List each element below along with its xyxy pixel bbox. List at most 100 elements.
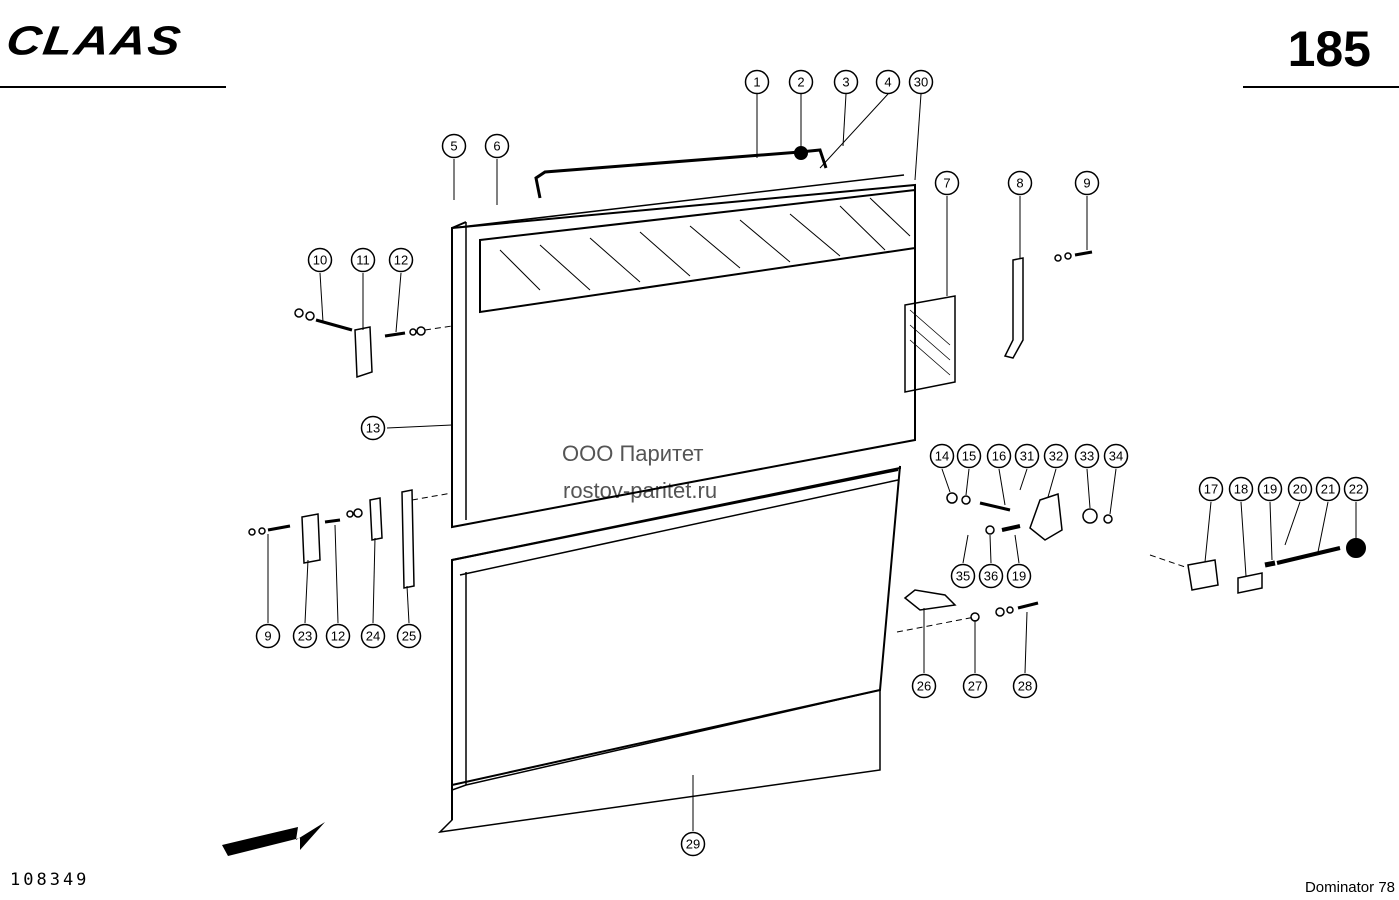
callout-label: 22 xyxy=(1349,482,1363,497)
lock-plate-32 xyxy=(1029,492,1063,541)
callout-32: 32 xyxy=(1043,443,1069,469)
callout-label: 26 xyxy=(917,679,931,694)
callout-label: 7 xyxy=(943,176,950,191)
callout-label: 18 xyxy=(1234,482,1248,497)
callout-label: 23 xyxy=(298,629,312,644)
callout-label: 30 xyxy=(914,75,928,90)
callout-21: 21 xyxy=(1315,476,1341,502)
callout-12: 12 xyxy=(388,247,414,273)
callout-26: 26 xyxy=(911,673,937,699)
callout-28: 28 xyxy=(1012,673,1038,699)
direction-arrow-icon xyxy=(222,822,325,856)
callout-23: 23 xyxy=(292,623,318,649)
callout-label: 9 xyxy=(1083,176,1090,191)
callout-label: 36 xyxy=(984,569,998,584)
callout-9: 9 xyxy=(255,623,281,649)
callout-label: 11 xyxy=(356,253,370,268)
callout-9: 9 xyxy=(1074,170,1100,196)
hinge-23 xyxy=(301,513,321,564)
callout-label: 20 xyxy=(1293,482,1307,497)
callout-31: 31 xyxy=(1014,443,1040,469)
callout-19: 19 xyxy=(1006,563,1032,589)
callout-4: 4 xyxy=(875,69,901,95)
callout-label: 9 xyxy=(264,629,271,644)
callout-label: 5 xyxy=(450,139,457,154)
callout-label: 19 xyxy=(1012,569,1026,584)
bracket-8 xyxy=(1003,257,1024,359)
hinge-11 xyxy=(354,326,373,379)
callout-13: 13 xyxy=(360,415,386,441)
callout-29: 29 xyxy=(680,831,706,857)
callout-label: 16 xyxy=(992,449,1006,464)
callout-label: 35 xyxy=(956,569,970,584)
knob-22 xyxy=(1346,538,1366,558)
callout-label: 31 xyxy=(1020,449,1034,464)
upper-door-panel xyxy=(451,183,916,529)
callout-label: 8 xyxy=(1016,176,1023,191)
callout-7: 7 xyxy=(934,170,960,196)
callout-1: 1 xyxy=(744,69,770,95)
callout-label: 1 xyxy=(753,75,760,90)
callout-label: 32 xyxy=(1049,449,1063,464)
callout-label: 14 xyxy=(935,449,949,464)
model-name: Dominator 78 xyxy=(1304,879,1395,896)
callout-30: 30 xyxy=(908,69,934,95)
callout-22: 22 xyxy=(1343,476,1369,502)
callout-label: 3 xyxy=(842,75,849,90)
callout-16: 16 xyxy=(986,443,1012,469)
callout-18: 18 xyxy=(1228,476,1254,502)
callout-3: 3 xyxy=(833,69,859,95)
callout-15: 15 xyxy=(956,443,982,469)
callout-10: 10 xyxy=(307,247,333,273)
header-rule-left xyxy=(0,86,226,88)
drawing-number: 108349 xyxy=(10,870,90,890)
callout-17: 17 xyxy=(1198,476,1224,502)
callout-20: 20 xyxy=(1287,476,1313,502)
hinge-17 xyxy=(1187,559,1219,591)
hinge-18 xyxy=(1237,572,1263,594)
callout-27: 27 xyxy=(962,673,988,699)
header-rule-right xyxy=(1243,86,1399,88)
callout-34: 34 xyxy=(1103,443,1129,469)
callout-label: 29 xyxy=(686,837,700,852)
callout-36: 36 xyxy=(978,563,1004,589)
callout-label: 2 xyxy=(797,75,804,90)
callout-label: 19 xyxy=(1263,482,1277,497)
side-glass xyxy=(904,295,956,393)
callout-label: 15 xyxy=(962,449,976,464)
callout-11: 11 xyxy=(350,247,376,273)
callout-24: 24 xyxy=(360,623,386,649)
callout-label: 33 xyxy=(1080,449,1094,464)
window-glass-strip xyxy=(479,188,916,314)
callout-label: 6 xyxy=(493,139,500,154)
callout-label: 34 xyxy=(1109,449,1123,464)
plate-25 xyxy=(401,489,415,589)
latch-handle-26 xyxy=(903,589,957,611)
callout-5: 5 xyxy=(441,133,467,159)
callout-12: 12 xyxy=(325,623,351,649)
top-rod xyxy=(534,148,828,199)
callout-14: 14 xyxy=(929,443,955,469)
callout-label: 13 xyxy=(366,421,380,436)
callout-label: 12 xyxy=(331,629,345,644)
plate-24 xyxy=(369,497,383,541)
page-number: 185 xyxy=(1287,21,1371,77)
callout-label: 4 xyxy=(884,75,891,90)
callout-label: 10 xyxy=(313,253,327,268)
callout-25: 25 xyxy=(396,623,422,649)
watermark-company: ООО Паритет xyxy=(562,441,704,466)
glass-hatching xyxy=(499,197,911,291)
callout-35: 35 xyxy=(950,563,976,589)
callout-label: 21 xyxy=(1321,482,1335,497)
callout-label: 24 xyxy=(366,629,380,644)
lower-kick-plate xyxy=(437,689,881,834)
callout-33: 33 xyxy=(1074,443,1100,469)
callout-2: 2 xyxy=(788,69,814,95)
callout-8: 8 xyxy=(1007,170,1033,196)
callout-19: 19 xyxy=(1257,476,1283,502)
callout-6: 6 xyxy=(484,133,510,159)
callout-label: 25 xyxy=(402,629,416,644)
callout-label: 27 xyxy=(968,679,982,694)
